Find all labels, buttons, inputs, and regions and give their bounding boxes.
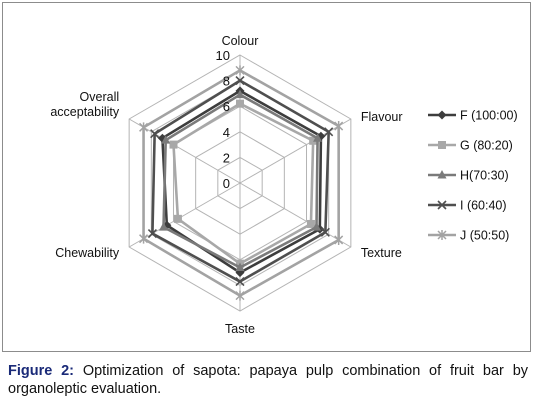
data-point <box>235 262 245 271</box>
tick-label: 10 <box>216 48 230 63</box>
tick-label: 8 <box>223 74 230 89</box>
series-4 <box>139 65 344 301</box>
legend-label: F (100:00) <box>460 109 518 123</box>
caption-lead: Figure 2: <box>8 363 75 379</box>
radar-series <box>139 65 344 301</box>
data-point <box>147 228 157 239</box>
tick-label: 6 <box>223 99 230 114</box>
data-point <box>235 65 245 76</box>
data-point <box>309 136 318 145</box>
legend-marker <box>437 200 447 210</box>
legend-marker <box>437 230 447 240</box>
grid-spoke <box>239 118 352 184</box>
axis-label: Chewability <box>55 246 120 260</box>
data-point <box>235 76 245 86</box>
data-point <box>334 234 344 245</box>
caption-text: Optimization of sapota: papaya pulp comb… <box>8 363 529 397</box>
legend: F (100:00) G (80:20) H(70:30) I (60:40) J (5… <box>428 109 518 243</box>
grid-spoke <box>128 118 241 184</box>
tick-label: 0 <box>223 176 230 191</box>
series-2 <box>159 89 323 271</box>
legend-marker <box>437 170 447 179</box>
axis-label: Taste <box>225 322 255 336</box>
data-point <box>334 121 344 132</box>
legend-item: F (100:00) <box>428 109 518 123</box>
legend-item: I (60:40) <box>428 199 507 213</box>
data-point <box>235 276 245 287</box>
legend-label: I (60:40) <box>460 199 507 213</box>
data-point <box>324 127 334 137</box>
data-point <box>139 233 149 244</box>
data-point <box>320 227 330 237</box>
data-point <box>173 214 182 223</box>
grid-spoke <box>128 182 241 248</box>
legend-marker <box>438 141 446 149</box>
legend-label: G (80:20) <box>460 139 513 153</box>
legend-item: J (50:50) <box>428 229 509 243</box>
data-point <box>306 219 315 228</box>
legend-marker <box>437 110 447 120</box>
figure-caption: Figure 2: Optimization of sapota: papaya… <box>8 362 528 398</box>
data-point <box>169 140 178 149</box>
tick-label: 4 <box>223 125 230 140</box>
axis-label: Texture <box>361 246 402 260</box>
data-point <box>236 99 244 108</box>
axis-label: Colour <box>222 34 259 48</box>
data-point <box>139 122 149 133</box>
grid-spoke <box>239 182 352 248</box>
data-point <box>150 129 160 139</box>
tick-label: 2 <box>223 150 230 165</box>
series-line <box>151 79 330 283</box>
legend-label: H(70:30) <box>460 169 509 183</box>
legend-label: J (50:50) <box>460 229 509 243</box>
legend-item: H(70:30) <box>428 169 509 183</box>
data-point <box>311 222 321 231</box>
data-point <box>313 133 323 142</box>
data-point <box>235 290 245 301</box>
series-3 <box>147 76 334 287</box>
data-point <box>161 135 171 144</box>
axis-label: Flavour <box>361 110 403 124</box>
data-point <box>235 89 245 99</box>
data-point <box>159 222 169 231</box>
legend-item: G (80:20) <box>428 139 513 153</box>
